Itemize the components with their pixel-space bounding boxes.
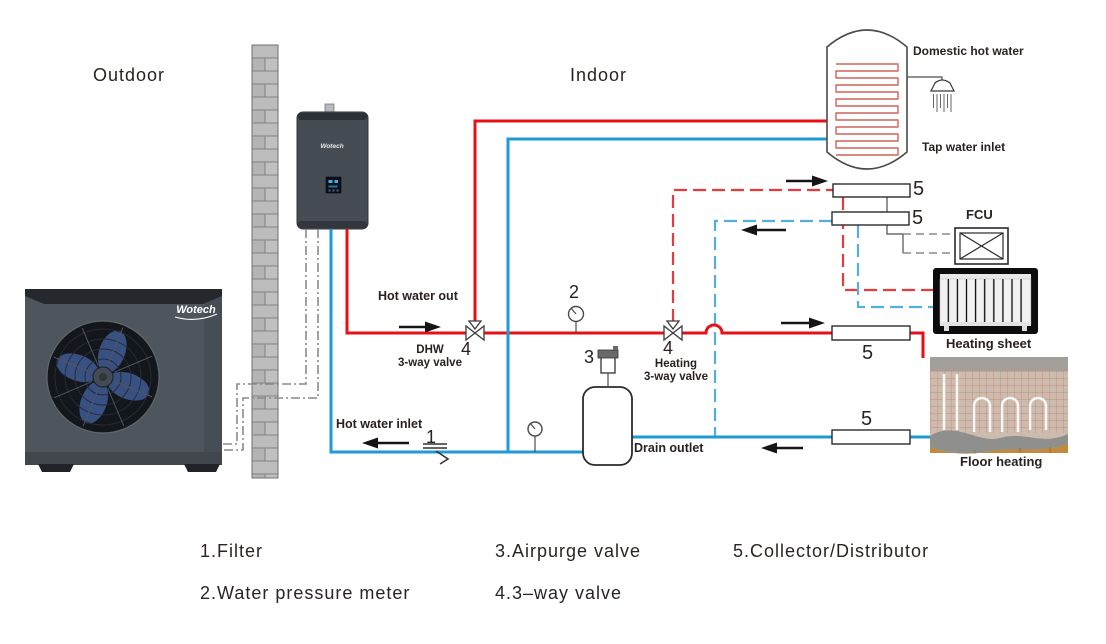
dhw-valve-label-line1: DHW	[416, 344, 444, 356]
floor-heating-label: Floor heating	[960, 454, 1043, 469]
heating-three-way-valve-icon	[663, 320, 683, 342]
indoor-unit-display	[325, 176, 342, 194]
collector-floor-return	[831, 429, 911, 445]
heating-valve-label: Heating 3-way valve	[636, 358, 716, 383]
hot-water-out-label: Hot water out	[378, 289, 458, 303]
indoor-logo-text: Wotech	[320, 143, 343, 150]
hot-water-pipes	[345, 119, 925, 358]
indoor-section-label: Indoor	[570, 65, 628, 85]
collector-number-fcu-supply: 5	[913, 178, 925, 200]
drain-outlet-label: Drain outlet	[634, 441, 704, 455]
dhw-tank	[826, 29, 908, 170]
heating-sheet-label: Heating sheet	[946, 336, 1032, 351]
hot-water-inlet-label: Hot water inlet	[336, 417, 423, 431]
fcu-label: FCU	[966, 207, 993, 222]
heating-valve-label-line1: Heating	[654, 358, 698, 370]
legend-item-airpurge: 3.Airpurge valve	[495, 541, 642, 561]
legend-item-filter: 1.Filter	[200, 541, 264, 561]
fan	[46, 320, 160, 434]
flow-arrow-fcu-return	[741, 224, 786, 236]
flow-arrow-floor-return	[761, 442, 803, 454]
flow-arrow-fcu-supply	[786, 175, 828, 187]
flow-arrow-floor-supply	[781, 317, 825, 329]
shower-icon	[907, 76, 955, 112]
legend-item-pressure-meter: 2.Water pressure meter	[200, 583, 411, 603]
legend-item-3way-valve: 4.3–way valve	[495, 583, 623, 603]
collector-fcu-return	[831, 211, 910, 226]
legend-item-collector: 5.Collector/Distributor	[733, 541, 930, 561]
pressure-meter-number: 2	[569, 282, 580, 302]
heating-valve-label-line2: 3-way valve	[644, 370, 708, 383]
fcu-box	[954, 227, 1009, 265]
outdoor-logo-text: Wotech	[176, 304, 216, 316]
tap-water-inlet-label: Tap water inlet	[922, 140, 1006, 154]
outdoor-unit: Wotech	[25, 289, 222, 472]
dhw-three-way-valve-icon	[465, 320, 485, 342]
floor-heating-image	[930, 357, 1068, 454]
airpurge-valve-icon	[597, 346, 619, 387]
heating-valve-number: 4	[663, 338, 674, 358]
outdoor-unit-logo: Wotech	[174, 304, 218, 320]
collector-number-floor-supply: 5	[862, 342, 874, 364]
collector-floor-supply	[831, 325, 911, 341]
heating-supply-branch	[671, 188, 933, 322]
collector-number-floor-return: 5	[861, 408, 873, 430]
dhw-valve-label: DHW 3-way valve	[392, 344, 468, 369]
dhw-valve-label-line2: 3-way valve	[398, 356, 462, 369]
heating-sheet-radiator	[933, 268, 1038, 334]
flow-arrow-inlet	[362, 437, 409, 449]
indoor-unit: Wotech	[296, 103, 369, 230]
flow-arrow-hot-out	[399, 321, 441, 333]
flow-arrows	[362, 175, 828, 454]
pressure-gauge-icon-bottom	[527, 421, 543, 452]
airpurge-number: 3	[584, 347, 595, 367]
tank-coil	[835, 63, 899, 156]
heating-return-branch	[713, 219, 933, 436]
filter-number: 1	[426, 427, 437, 447]
brick-wall	[251, 44, 279, 479]
pressure-gauge-icon-top	[567, 305, 585, 333]
filter-icon	[423, 443, 450, 465]
buffer-tank	[582, 386, 633, 466]
outdoor-section-label: Outdoor	[93, 65, 166, 85]
collector-fcu-supply	[832, 183, 911, 198]
refrigerant-lines	[223, 229, 319, 451]
fcu-connections	[886, 197, 955, 254]
domestic-hot-water-label: Domestic hot water	[913, 44, 1024, 58]
dhw-valve-number: 4	[461, 339, 472, 359]
collector-number-fcu-return: 5	[912, 207, 924, 229]
